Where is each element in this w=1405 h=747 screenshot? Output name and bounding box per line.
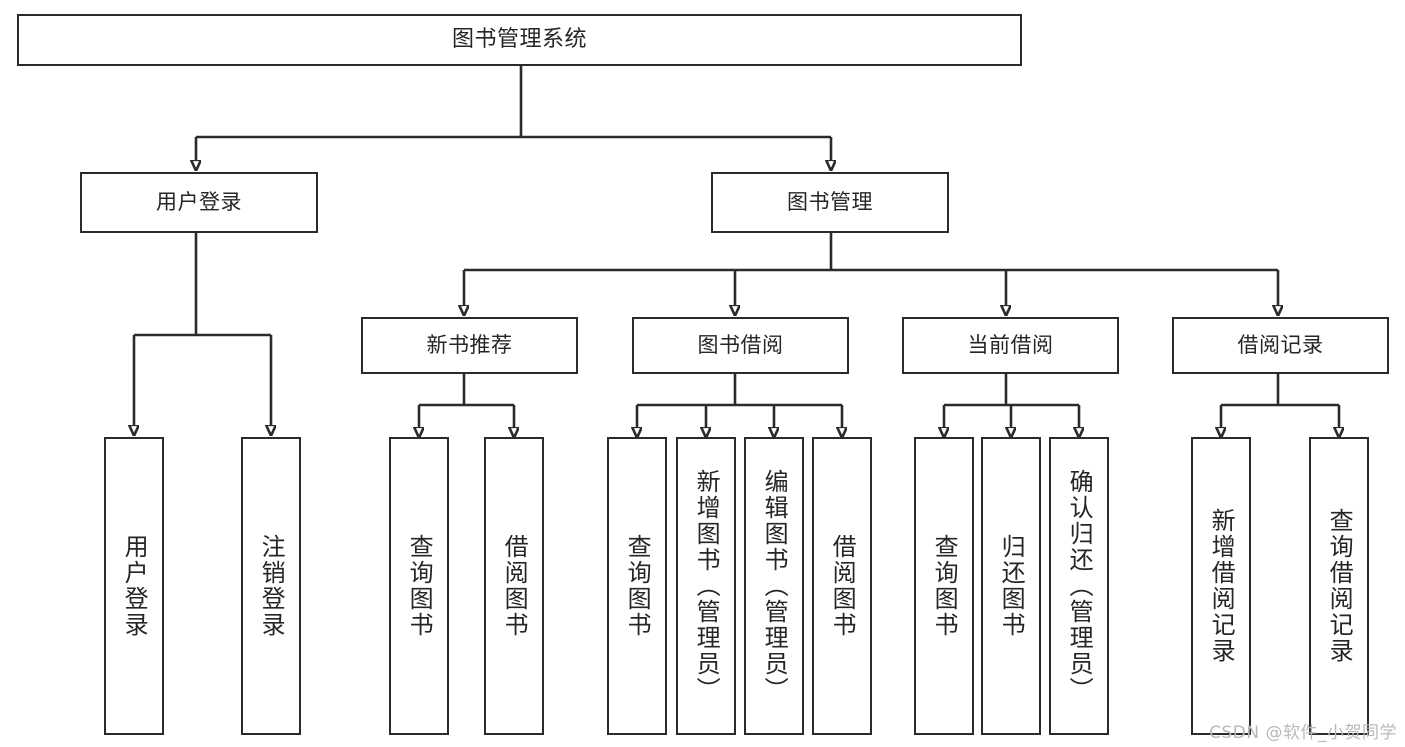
node-new-book-recommend[interactable]: 新书推荐 [361,317,578,374]
node-leaf-edit-book-label: 编辑图书（管理员） [760,469,789,703]
node-leaf-query-book-3[interactable]: 查询图书 [914,437,974,735]
node-leaf-confirm-return[interactable]: 确认归还（管理员） [1049,437,1109,735]
node-leaf-user-login[interactable]: 用户登录 [104,437,164,735]
node-leaf-add-record[interactable]: 新增借阅记录 [1191,437,1251,735]
node-book-manage[interactable]: 图书管理 [711,172,949,233]
node-leaf-borrow-book-2[interactable]: 借阅图书 [812,437,872,735]
node-leaf-borrow-book-1[interactable]: 借阅图书 [484,437,544,735]
node-borrow-record-label: 借阅记录 [1237,332,1324,357]
node-user-login[interactable]: 用户登录 [80,172,318,233]
node-leaf-add-record-label: 新增借阅记录 [1207,508,1236,664]
node-leaf-query-book-2-label: 查询图书 [623,534,652,638]
node-new-book-recommend-label: 新书推荐 [426,332,513,357]
node-leaf-borrow-book-1-label: 借阅图书 [500,534,529,638]
node-leaf-user-login-label: 用户登录 [120,534,149,638]
node-root-label: 图书管理系统 [451,26,587,52]
node-leaf-query-book-1-label: 查询图书 [405,534,434,638]
node-leaf-edit-book[interactable]: 编辑图书（管理员） [744,437,804,735]
node-leaf-logout-login[interactable]: 注销登录 [241,437,301,735]
node-leaf-confirm-return-label: 确认归还（管理员） [1065,469,1094,703]
node-leaf-query-book-2[interactable]: 查询图书 [607,437,667,735]
node-book-borrow[interactable]: 图书借阅 [632,317,849,374]
node-leaf-query-record[interactable]: 查询借阅记录 [1309,437,1369,735]
node-current-borrow-label: 当前借阅 [967,332,1054,357]
node-user-login-label: 用户登录 [156,189,242,214]
node-book-manage-label: 图书管理 [787,189,873,214]
node-leaf-add-book-label: 新增图书（管理员） [692,469,721,703]
node-leaf-return-book[interactable]: 归还图书 [981,437,1041,735]
node-leaf-logout-login-label: 注销登录 [257,534,286,638]
node-leaf-query-record-label: 查询借阅记录 [1325,508,1354,664]
node-current-borrow[interactable]: 当前借阅 [902,317,1119,374]
node-leaf-return-book-label: 归还图书 [997,534,1026,638]
node-leaf-add-book[interactable]: 新增图书（管理员） [676,437,736,735]
node-book-borrow-label: 图书借阅 [697,332,784,357]
node-leaf-query-book-1[interactable]: 查询图书 [389,437,449,735]
node-root[interactable]: 图书管理系统 [17,14,1022,66]
node-leaf-query-book-3-label: 查询图书 [930,534,959,638]
node-leaf-borrow-book-2-label: 借阅图书 [828,534,857,638]
node-borrow-record[interactable]: 借阅记录 [1172,317,1389,374]
